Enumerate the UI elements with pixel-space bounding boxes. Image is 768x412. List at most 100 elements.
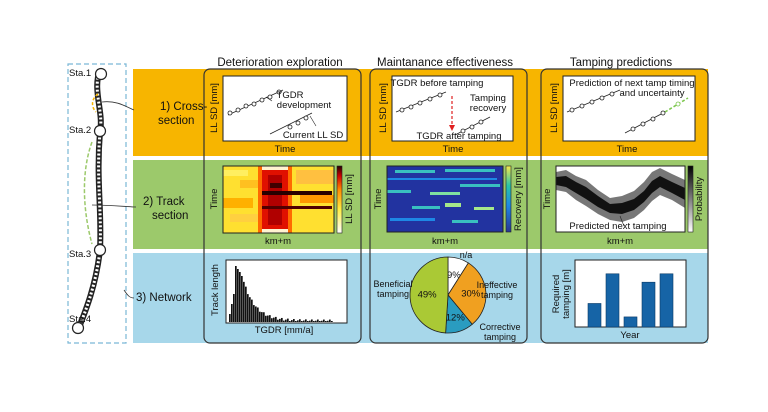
x-axis-label: Time [443,144,464,155]
histogram-bar [265,315,267,322]
pie-label-ineffective: Ineffective [477,280,518,290]
column-title-predictions: Tamping predictions [570,57,673,69]
pie-percent-na: 9% [447,270,461,281]
connector-cross [101,101,135,111]
histogram-bar [285,319,287,322]
y-axis-label: Time [373,189,384,210]
histogram-bar [257,307,259,322]
column-title-exploration: Deterioration exploration [217,57,342,69]
histogram-bar [293,318,295,322]
histogram-bar [303,320,305,322]
column-title-effectiveness: Maintanance effectiveness [377,57,513,69]
row-label-track-line1: 2) Track [143,196,185,208]
year-bar [623,316,638,328]
station-2-node[interactable] [93,124,107,138]
histogram-bar [279,318,281,322]
segment-cross-section-marker [91,93,99,113]
track-line [75,68,104,332]
x-axis-label: km+m [607,236,633,247]
histogram-bar [319,321,321,322]
annotation-after: TGDR after tamping [417,131,502,142]
plot-area [222,75,348,142]
panel-network-predictions: Required tamping [m] Year [551,259,687,341]
station-4-label: Sta.4 [69,314,91,325]
panel-track-exploration: LL SD [mm] Time km+m [209,165,355,247]
histogram-bar [259,311,261,322]
histogram-bar [289,321,291,322]
histogram-bar [315,320,317,322]
pie-percent-corrective: 12% [446,312,466,323]
colorbar-label: LL SD [mm] [344,174,355,224]
histogram-bar [255,306,257,322]
year-bar [659,273,674,328]
y-axis-label: LL SD [mm] [209,83,220,133]
annotation-uncertainty: and uncertainty [620,88,685,99]
pie-percent-beneficial: 49% [418,289,438,300]
station-1-label: Sta.1 [69,68,91,79]
histogram-bar [241,276,243,322]
row-label-track-line2: section [152,210,188,222]
histogram-bar [325,321,327,322]
y-axis-label: Track length [210,264,221,316]
year-bar [641,281,656,328]
station-2-label: Sta.2 [69,125,91,136]
colorbar [687,165,694,233]
y-axis-label-line2: tamping [m] [561,269,572,319]
panel-cross-exploration: TGDR development Current LL SD LL SD [mm… [209,75,348,155]
histogram-bar [323,319,325,322]
pie-label-na: n/a [460,250,473,260]
annotation-predicted-next-tamping: Predicted next tamping [569,221,666,232]
histogram-bar [307,321,309,322]
pie-label-corrective: Corrective [479,322,520,332]
x-axis-label: Year [620,330,639,341]
panel-track-effectiveness: Recovery [mm] Time km+m [373,165,524,247]
x-axis-label: TGDR [mm/a] [255,325,314,336]
probability-band-inner [556,176,685,214]
histogram-bar [277,319,279,322]
histogram-bar [317,319,319,322]
connector-network [123,289,135,299]
track-box [67,63,127,344]
histogram-bar [261,312,263,322]
station-1-node[interactable] [94,67,108,81]
histogram-bar [253,305,255,322]
pie-slice-beneficial [409,256,449,334]
column-frame-effectiveness [369,68,528,344]
x-axis-label: km+m [432,236,458,247]
colorbar-label: Probability [694,177,705,222]
histogram-bar [331,321,333,322]
histogram-bar [329,319,331,322]
colorbar [505,165,512,233]
panel-cross-effectiveness: TGDR before tamping Tamping recovery TGD… [378,75,514,155]
histogram-bars [229,266,333,322]
annotation-recovery: recovery [470,103,507,114]
histogram-bar [283,320,285,322]
histogram-bar [275,316,277,322]
histogram-bar [271,318,273,322]
panel-track-predictions: Probability Predicted next tamping Time … [542,165,705,247]
colorbar [336,165,343,234]
predicted-point [675,101,681,107]
station-4-node[interactable] [71,321,85,335]
pie-label-beneficial-line2: tamping [377,289,409,299]
histogram-bar [321,320,323,322]
data-points [569,91,666,132]
pie-label-ineffective-line2: tamping [481,290,513,300]
station-3-node[interactable] [93,243,107,257]
histogram-bar [251,299,253,322]
histogram-bar [299,319,301,322]
histogram-bar [313,321,315,322]
histogram-bar [327,320,329,322]
y-axis-label: Time [542,189,553,210]
annotation-before: TGDR before tamping [391,78,484,89]
track-line-inner [76,69,103,331]
panel-cross-predictions: Prediction of next tamp timing and uncer… [549,75,696,155]
histogram-bar [237,269,239,322]
annotation-current-ll-sd: Current LL SD [283,130,344,141]
histogram-bar [295,321,297,322]
histogram-bar [311,319,313,322]
required-tamping-bars [587,273,674,328]
histogram-bar [233,294,235,322]
histogram-bar [263,312,265,322]
